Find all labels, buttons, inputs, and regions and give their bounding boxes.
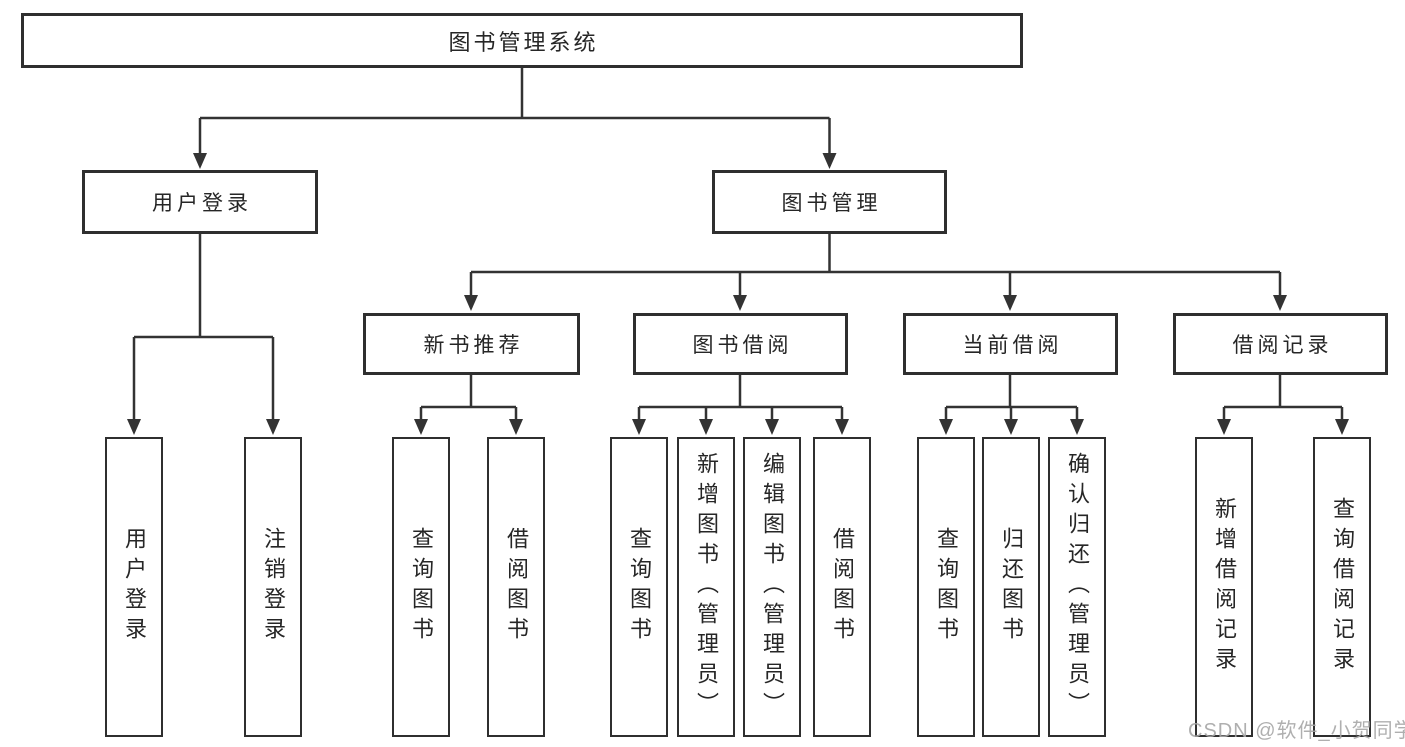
leaf-query-books-current: 查询图书 <box>917 437 975 737</box>
leaf-query-books-recommend: 查询图书 <box>392 437 450 737</box>
leaf-edit-book-admin: 编辑图书（管理员） <box>743 437 801 737</box>
node-label: 借阅记录 <box>1232 334 1333 357</box>
leaf-add-borrowing-record: 新增借阅记录 <box>1195 437 1253 737</box>
leaf-return-books: 归还图书 <box>982 437 1040 737</box>
node-label: 借阅图书 <box>504 527 529 647</box>
leaf-confirm-return-admin: 确认归还（管理员） <box>1048 437 1106 737</box>
node-label: 查询图书 <box>627 527 652 647</box>
node-label: 当前借阅 <box>962 334 1063 357</box>
node-book-borrowing: 图书借阅 <box>633 313 848 375</box>
leaf-query-borrowing-record: 查询借阅记录 <box>1313 437 1371 737</box>
node-label: 查询图书 <box>409 527 434 647</box>
leaf-query-books-borrowing: 查询图书 <box>610 437 668 737</box>
node-book-management: 图书管理 <box>712 170 947 234</box>
node-library-management-system: 图书管理系统 <box>21 13 1023 68</box>
node-label: 新书推荐 <box>423 334 524 357</box>
node-label: 确认归还（管理员） <box>1065 452 1090 722</box>
node-label: 查询借阅记录 <box>1330 497 1355 677</box>
node-label: 用户登录 <box>152 192 252 215</box>
node-label: 用户登录 <box>122 527 147 647</box>
node-label: 图书管理 <box>781 192 882 215</box>
node-label: 注销登录 <box>261 527 286 647</box>
leaf-borrow-books-borrowing: 借阅图书 <box>813 437 871 737</box>
node-label: 新增借阅记录 <box>1212 497 1237 677</box>
leaf-user-login: 用户登录 <box>105 437 163 737</box>
node-current-borrowing: 当前借阅 <box>903 313 1118 375</box>
node-new-book-recommendation: 新书推荐 <box>363 313 580 375</box>
node-label: 编辑图书（管理员） <box>760 452 785 722</box>
node-label: 查询图书 <box>934 527 959 647</box>
node-label: 归还图书 <box>999 527 1024 647</box>
csdn-watermark: CSDN @软件_小贺同学 <box>1188 720 1405 742</box>
leaf-logout: 注销登录 <box>244 437 302 737</box>
node-label: 新增图书（管理员） <box>694 452 719 722</box>
node-label: 借阅图书 <box>830 527 855 647</box>
node-user-login: 用户登录 <box>82 170 318 234</box>
leaf-borrow-books-recommend: 借阅图书 <box>487 437 545 737</box>
node-label: 图书借阅 <box>692 334 793 357</box>
node-label: 图书管理系统 <box>448 29 599 55</box>
leaf-add-book-admin: 新增图书（管理员） <box>677 437 735 737</box>
node-borrowing-records: 借阅记录 <box>1173 313 1388 375</box>
